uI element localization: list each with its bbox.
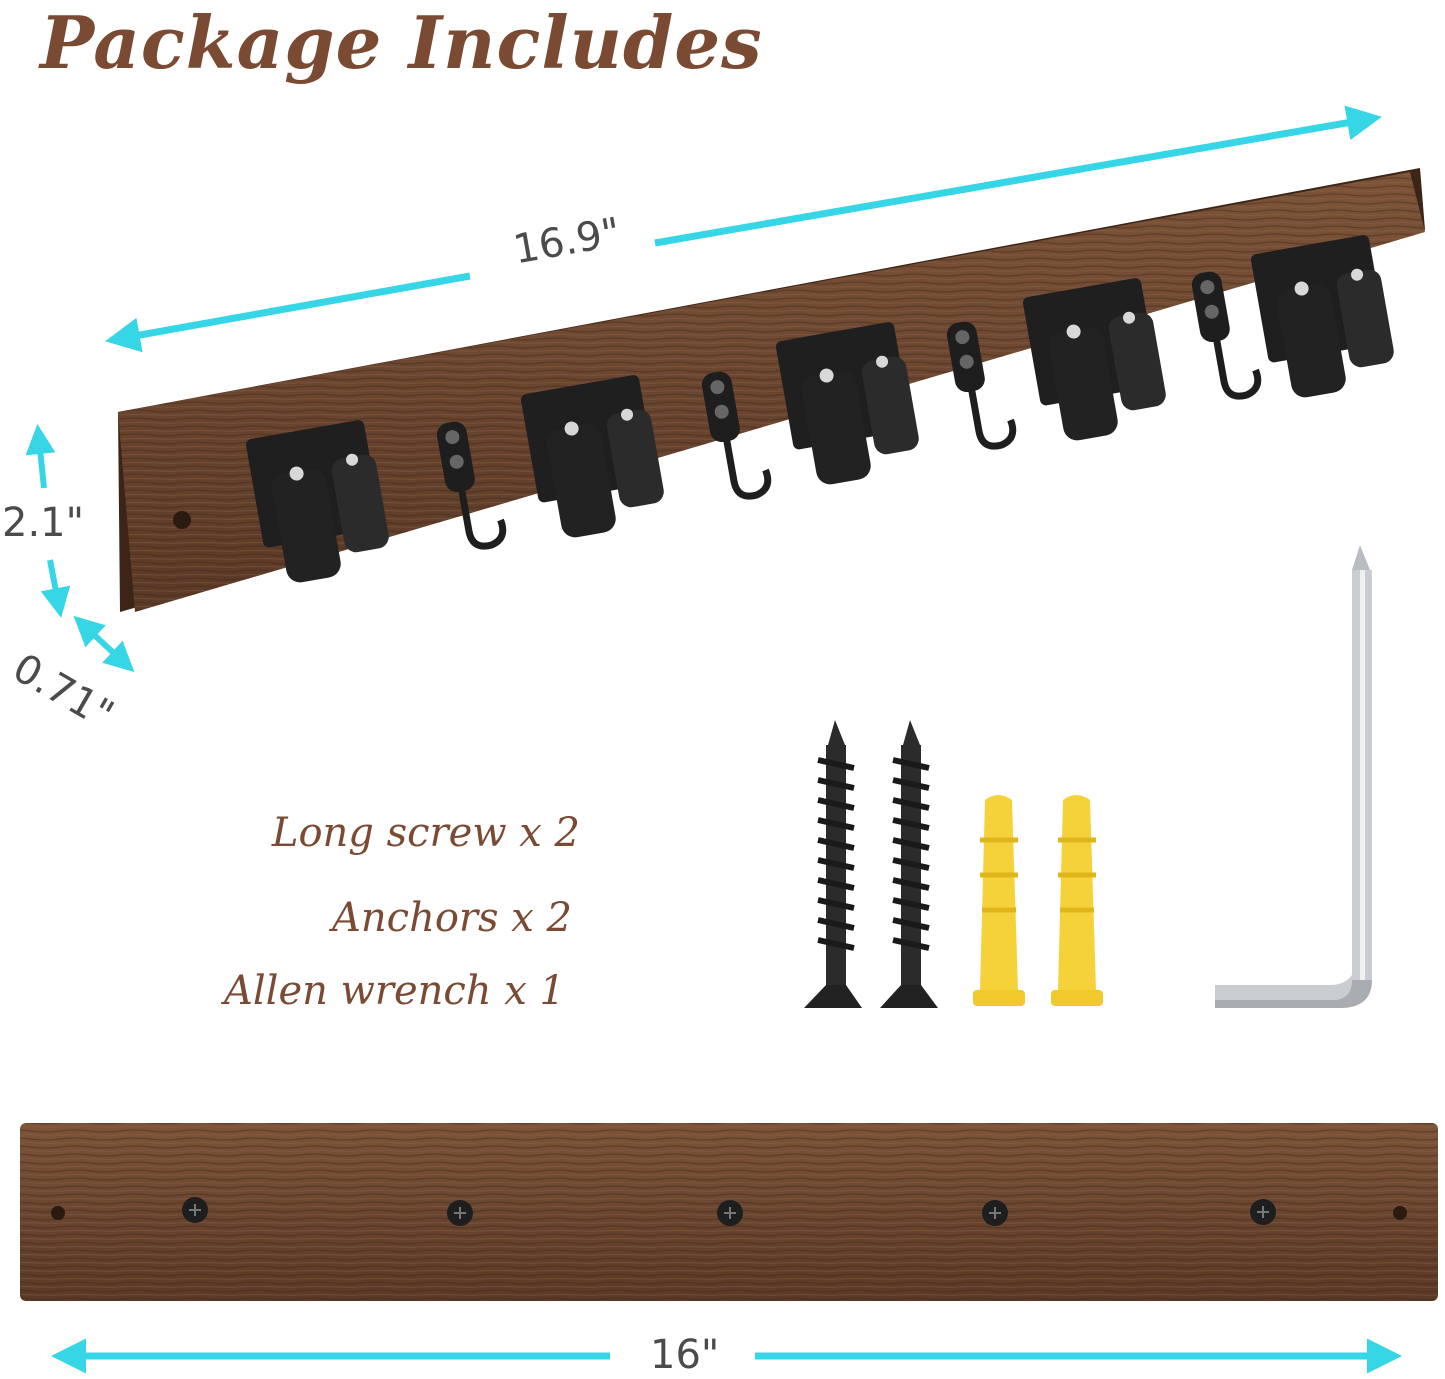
height-label: 2.1" [2, 500, 85, 546]
page-title: Package Includes [40, 0, 763, 85]
allen-wrench [1215, 545, 1372, 1008]
back-screw [1250, 1199, 1276, 1225]
anchor-1 [973, 795, 1025, 1006]
item-allen-wrench-label: Allen wrench x 1 [223, 968, 565, 1014]
anchor-2 [1051, 795, 1103, 1006]
mounted-rack [118, 168, 1425, 612]
length-arrow [105, 272, 471, 353]
back-screw [717, 1200, 743, 1226]
long-screw-1 [804, 720, 862, 1008]
back-length-label: 16" [650, 1332, 720, 1378]
height-arrow [25, 424, 56, 489]
height-arrow-bottom [40, 559, 71, 618]
length-arrow-right [654, 105, 1382, 247]
back-screw [182, 1197, 208, 1223]
long-screw-2 [880, 720, 938, 1008]
back-screw [447, 1200, 473, 1226]
back-screw [982, 1200, 1008, 1226]
item-long-screw-label: Long screw x 2 [271, 810, 580, 856]
depth-arrow [73, 615, 135, 673]
item-anchors-label: Anchors x 2 [332, 895, 572, 941]
back-view-rack [20, 1123, 1438, 1301]
